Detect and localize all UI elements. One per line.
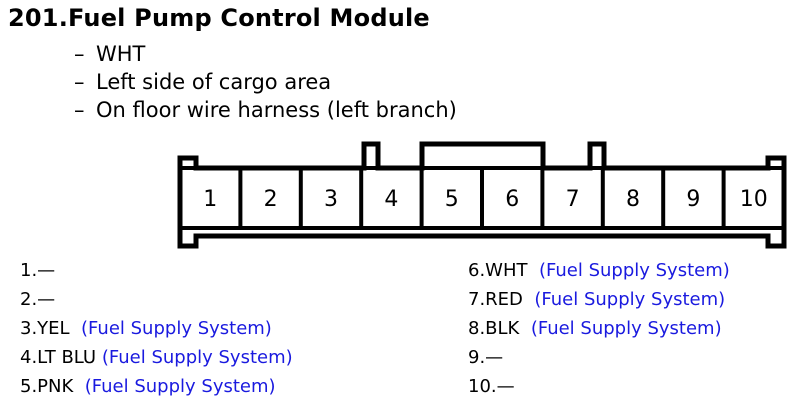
- pin-labels: 1 2 3 4 5 6 7 8 9 10: [203, 187, 768, 212]
- pin-row: 10.—: [468, 376, 515, 397]
- pin-list-left: 1.— 2.— 3.YEL (Fuel Supply System) 4.LT …: [20, 256, 293, 401]
- pin-row: 6.WHT (Fuel Supply System): [468, 260, 730, 281]
- pin-number: 9: [686, 187, 700, 212]
- pin-dividers: [238, 168, 726, 228]
- pin-row: 2.—: [20, 289, 56, 310]
- pin-number: 10: [740, 187, 768, 212]
- pin-number: 5: [445, 187, 459, 212]
- dash-icon: –: [74, 98, 85, 122]
- pin-number: 2: [264, 187, 278, 212]
- pin-row: 3.YEL (Fuel Supply System): [20, 318, 272, 339]
- pin-number: 8: [626, 187, 640, 212]
- pin-row: 1.—: [20, 260, 56, 281]
- pin-number: 7: [566, 187, 580, 212]
- detail-color: –WHT: [74, 42, 146, 66]
- pin-number: 6: [505, 187, 519, 212]
- detail-location: –Left side of cargo area: [74, 70, 332, 94]
- connector-outline: [177, 141, 787, 249]
- pin-number: 1: [203, 187, 217, 212]
- pin-row: 5.PNK (Fuel Supply System): [20, 376, 276, 397]
- detail-harness: –On floor wire harness (left branch): [74, 98, 457, 122]
- pin-row: 9.—: [468, 347, 504, 368]
- pin-row: 7.RED (Fuel Supply System): [468, 289, 726, 310]
- pin-row: 8.BLK (Fuel Supply System): [468, 318, 722, 339]
- connector-details: –WHT –Left side of cargo area –On floor …: [74, 40, 457, 124]
- pin-number: 4: [384, 187, 398, 212]
- dash-icon: –: [74, 42, 85, 66]
- dash-icon: –: [74, 70, 85, 94]
- page-title: 201.Fuel Pump Control Module: [8, 4, 430, 32]
- pin-row: 4.LT BLU (Fuel Supply System): [20, 347, 293, 368]
- pin-number: 3: [324, 187, 338, 212]
- pin-list-right: 6.WHT (Fuel Supply System) 7.RED (Fuel S…: [468, 256, 730, 401]
